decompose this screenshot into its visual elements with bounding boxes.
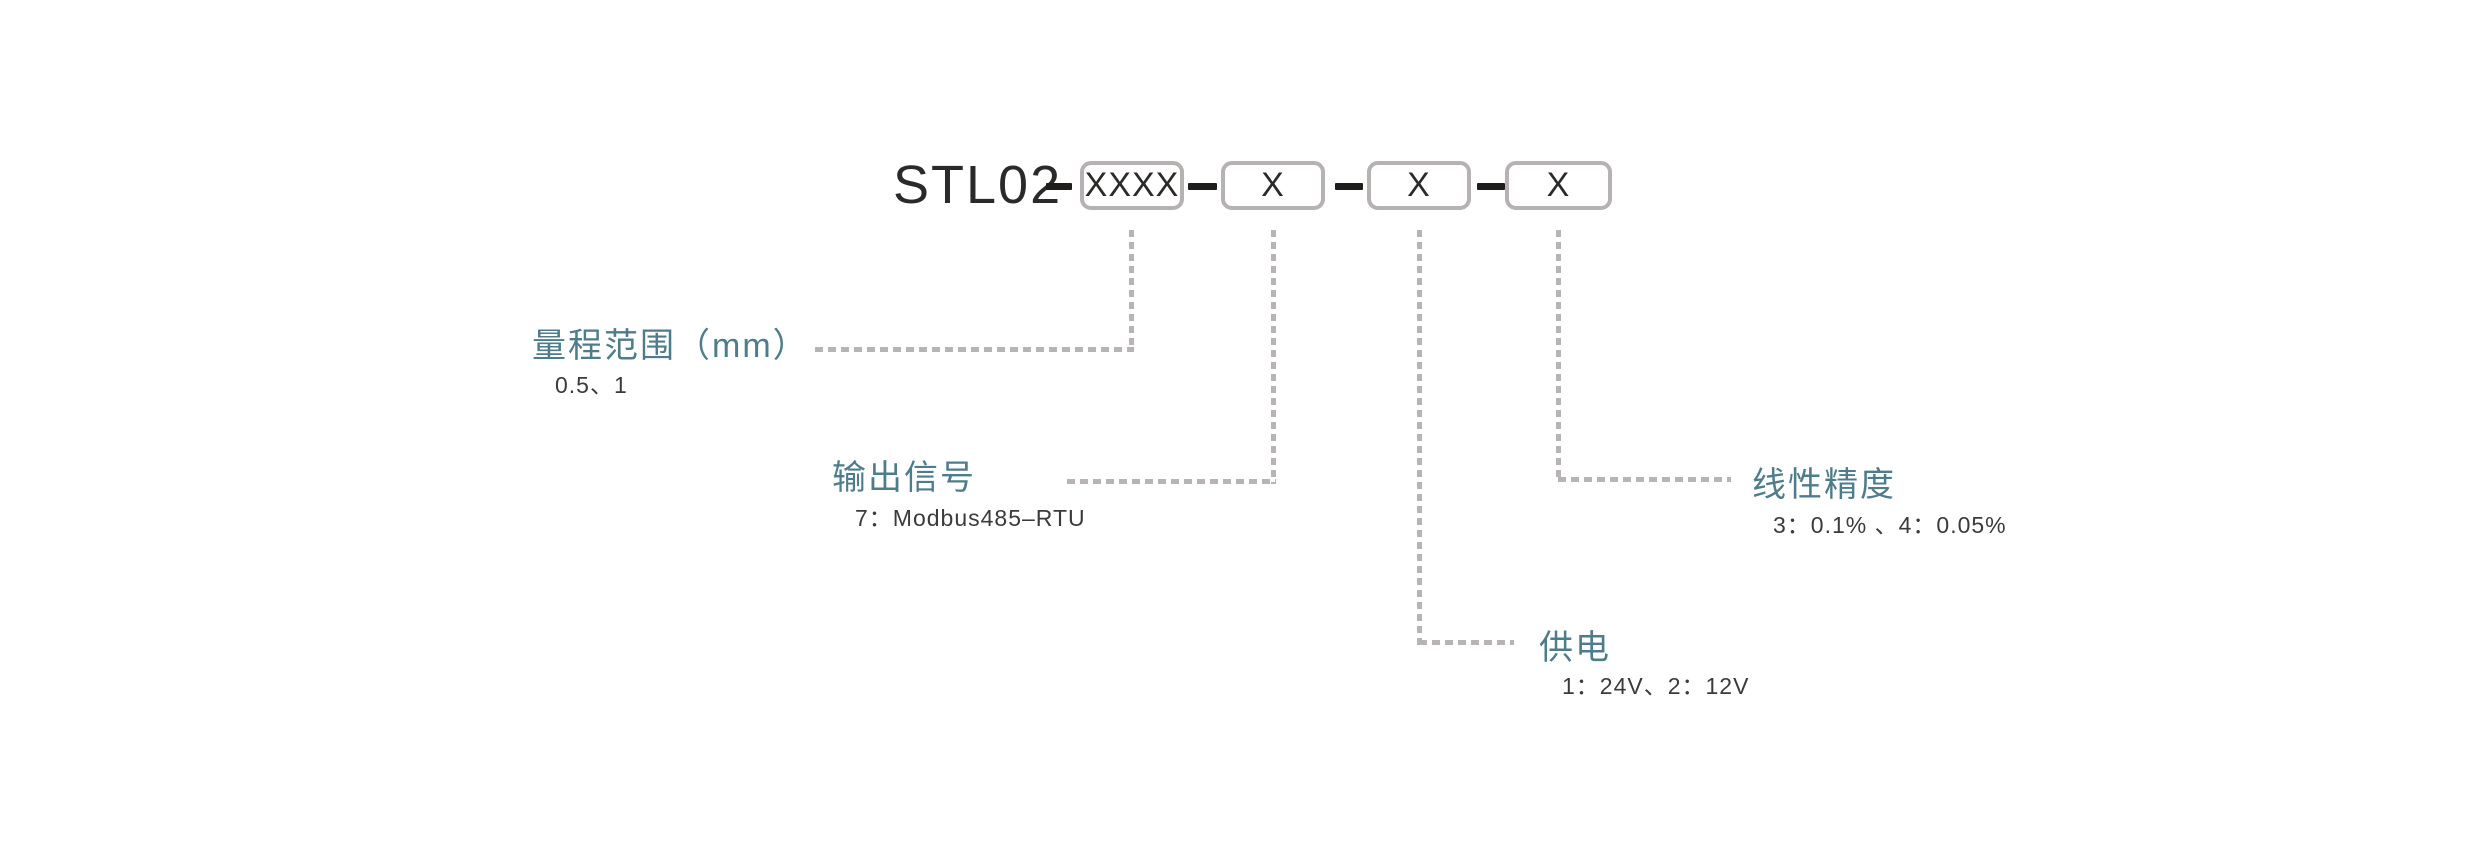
leader-vertical-power-supply (1417, 230, 1422, 645)
code-box-measuring-range: XXXX (1080, 161, 1184, 210)
code-box-output-signal: X (1221, 161, 1325, 210)
code-separator-dash (1046, 183, 1072, 190)
callout-options-measuring-range: 0.5、1 (555, 372, 628, 398)
code-box-power-supply-value: X (1407, 166, 1431, 204)
leader-horizontal-power-supply (1419, 640, 1514, 645)
callout-label-output-signal: 输出信号 (832, 459, 976, 497)
callout-options-linearity: 3：0.1% 、4：0.05% (1773, 512, 2007, 538)
callout-label-power-supply: 供电 (1539, 629, 1611, 667)
leader-horizontal-linearity (1558, 477, 1731, 482)
code-separator-dash (1335, 183, 1363, 190)
code-box-linearity: X (1505, 161, 1612, 210)
leader-horizontal-measuring-range (815, 347, 1134, 352)
code-box-linearity-value: X (1546, 166, 1571, 204)
leader-vertical-output-signal (1271, 230, 1276, 484)
callout-label-linearity: 线性精度 (1752, 466, 1896, 504)
code-separator-dash (1477, 183, 1505, 190)
callout-options-output-signal: 7：Modbus485–RTU (855, 505, 1086, 531)
code-box-power-supply: X (1367, 161, 1471, 210)
leader-vertical-linearity (1556, 230, 1561, 482)
code-separator-dash (1188, 183, 1217, 190)
leader-horizontal-output-signal (1067, 479, 1276, 484)
callout-label-measuring-range: 量程范围（mm） (532, 327, 809, 365)
code-box-output-signal-value: X (1261, 166, 1285, 204)
code-box-measuring-range-value: XXXX (1084, 166, 1180, 204)
model-prefix: STL02 (893, 155, 1063, 215)
callout-options-power-supply: 1：24V、2：12V (1562, 673, 1750, 699)
leader-vertical-measuring-range (1129, 230, 1134, 352)
